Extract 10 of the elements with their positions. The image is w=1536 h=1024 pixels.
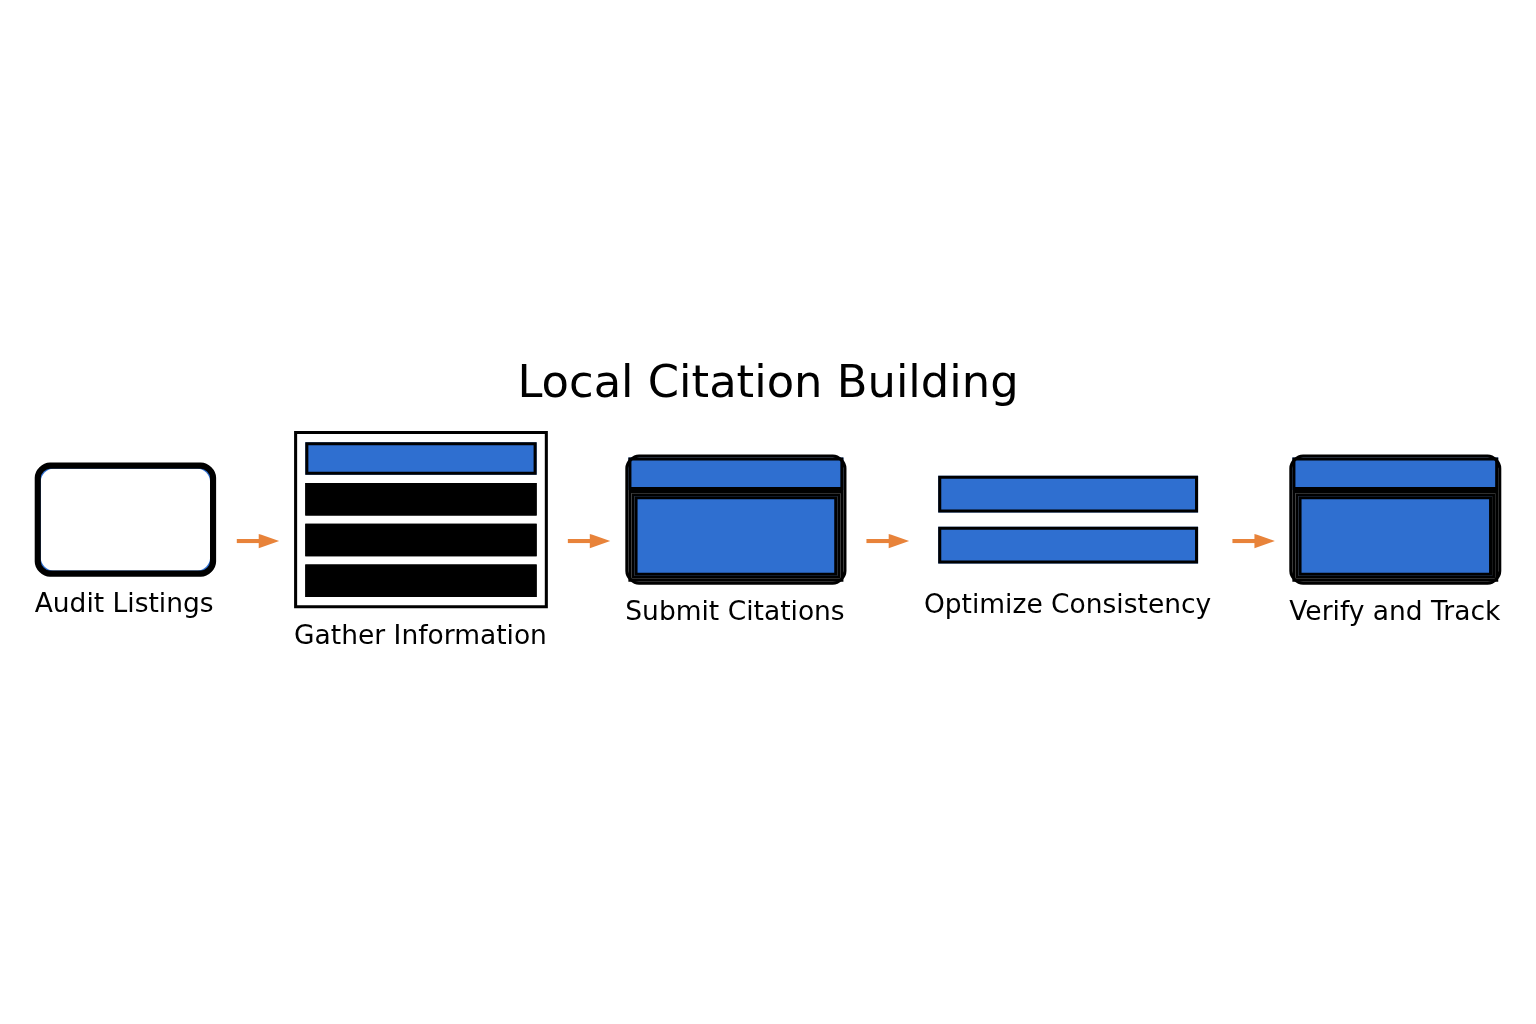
arrow <box>1232 533 1275 548</box>
node-label: Audit Listings <box>34 586 214 618</box>
diagram-title: Local Citation Building <box>517 354 1019 408</box>
arrow <box>236 533 280 548</box>
node-label: Gather Information <box>294 618 547 650</box>
node-label: Submit Citations <box>625 594 845 626</box>
arrow <box>567 533 611 548</box>
arrow <box>866 533 910 548</box>
node-label: Verify and Track <box>1289 594 1501 626</box>
node-label: Optimize Consistency <box>923 587 1212 619</box>
